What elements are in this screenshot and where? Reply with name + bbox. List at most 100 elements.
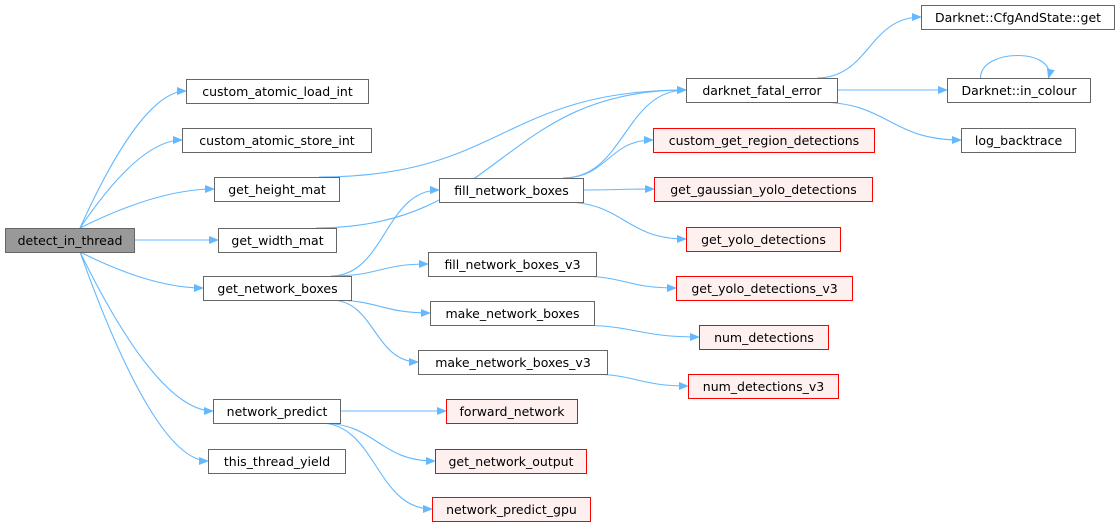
node-make-network-boxes[interactable]: make_network_boxes [430,301,595,326]
node-label: get_gaussian_yolo_detections [670,182,857,197]
node-box [213,399,341,424]
node-label: fill_network_boxes [454,183,569,198]
node-box [203,276,352,301]
edge-get_network_boxes-to-fill_network_boxes_v3 [330,260,429,277]
node-label: custom_atomic_load_int [202,84,353,99]
edge-network_predict-to-get_network_output [319,422,436,465]
node-forward-network[interactable]: forward_network [446,399,578,424]
edge-get_network_boxes-to-make_network_boxes [330,299,431,317]
node-label: num_detections [714,330,814,345]
node-label: forward_network [460,404,566,419]
edge-fill_network_boxes-to-get_yolo_detections [562,201,687,243]
node-in-colour[interactable]: Darknet::in_colour [947,78,1091,103]
node-box [182,128,372,153]
node-get-yolo-detections[interactable]: get_yolo_detections [686,227,841,252]
node-label: get_network_output [448,454,573,469]
node-box [446,399,578,424]
node-box [5,228,135,253]
edge-detect_in_thread-to-this_thread_yield [79,251,209,465]
node-darknet-fatal-error[interactable]: darknet_fatal_error [686,78,838,103]
node-get-gaussian-yolo-detections[interactable]: get_gaussian_yolo_detections [654,177,873,202]
edge-darknet_fatal_error-to-cfg_and_state_get [816,13,922,79]
node-label: this_thread_yield [224,454,330,469]
node-label: darknet_fatal_error [702,83,822,98]
node-get-height-mat[interactable]: get_height_mat [214,177,340,202]
node-box [654,177,873,202]
node-label: get_yolo_detections [701,232,826,247]
node-fill-network-boxes-v3[interactable]: fill_network_boxes_v3 [428,252,597,277]
node-label: network_predict [227,404,328,419]
node-fill-network-boxes[interactable]: fill_network_boxes [439,178,584,203]
node-box [432,497,591,522]
node-custom-atomic-store-int[interactable]: custom_atomic_store_int [182,128,372,153]
edge-get_network_boxes-to-fill_network_boxes [330,186,440,277]
node-log-backtrace[interactable]: log_backtrace [961,128,1076,153]
node-custom-atomic-load-int[interactable]: custom_atomic_load_int [186,79,369,104]
node-box [686,227,841,252]
node-label: detect_in_thread [18,233,123,248]
node-box [653,128,875,153]
node-box [186,79,369,104]
node-box [439,178,584,203]
edge-network_predict-to-network_predict_gpu [319,422,433,513]
node-detect-in-thread[interactable]: detect_in_thread [5,228,135,253]
node-box [208,449,346,474]
node-label: make_network_boxes_v3 [435,355,591,370]
node-label: fill_network_boxes_v3 [444,257,580,272]
edge-detect_in_thread-to-network_predict [79,251,214,415]
node-network-predict[interactable]: network_predict [213,399,341,424]
node-label: Darknet::in_colour [962,83,1078,98]
node-label: get_yolo_detections_v3 [691,281,837,296]
node-label: log_backtrace [975,133,1063,148]
edge-detect_in_thread-to-get_network_boxes [79,251,204,292]
node-label: Darknet::CfgAndState::get [935,10,1101,25]
node-box [686,78,838,103]
node-custom-get-region-detections[interactable]: custom_get_region_detections [653,128,875,153]
edge-detect_in_thread-to-custom_atomic_load_int [79,87,187,229]
node-box [418,350,608,375]
edge-get_width_mat-to-darknet_fatal_error [315,86,687,229]
node-label: network_predict_gpu [446,502,577,517]
edge-get_network_boxes-to-make_network_boxes_v3 [330,299,419,366]
edge-in_colour-to-in_colour [979,54,1055,79]
node-get-width-mat[interactable]: get_width_mat [218,228,337,253]
node-box [921,5,1115,30]
edge-get_height_mat-to-darknet_fatal_error [318,86,687,178]
node-box [676,276,853,301]
node-label: custom_atomic_store_int [199,133,355,148]
node-box [699,325,829,350]
node-cfg-and-state-get[interactable]: Darknet::CfgAndState::get [921,5,1115,30]
node-box [688,374,839,399]
node-this-thread-yield[interactable]: this_thread_yield [208,449,346,474]
nodes-layer: detect_in_thread custom_atomic_load_intcu… [5,5,1115,522]
edge-make_network_boxes_v3-to-num_detections_v3 [586,373,689,390]
edge-fill_network_boxes-to-darknet_fatal_error [562,86,687,179]
node-box [428,252,597,277]
node-get-yolo-detections-v3[interactable]: get_yolo_detections_v3 [676,276,853,301]
node-label: num_detections_v3 [703,379,824,394]
edge-fill_network_boxes-to-get_gaussian_yolo_detections [582,185,655,194]
node-network-predict-gpu[interactable]: network_predict_gpu [432,497,591,522]
node-label: get_width_mat [231,233,323,248]
node-num-detections[interactable]: num_detections [699,325,829,350]
edge-make_network_boxes-to-num_detections [573,324,700,341]
node-box [961,128,1076,153]
node-label: make_network_boxes [446,306,580,321]
node-get-network-boxes[interactable]: get_network_boxes [203,276,352,301]
edge-detect_in_thread-to-custom_atomic_store_int [79,136,183,229]
node-label: get_height_mat [228,182,326,197]
node-box [947,78,1091,103]
node-label: custom_get_region_detections [669,133,859,148]
node-get-network-output[interactable]: get_network_output [435,449,587,474]
node-box [218,228,337,253]
edge-fill_network_boxes_v3-to-get_yolo_detections_v3 [575,275,677,292]
node-box [214,177,340,202]
node-box [430,301,595,326]
node-num-detections-v3[interactable]: num_detections_v3 [688,374,839,399]
edge-fill_network_boxes-to-custom_get_region_detections [562,136,654,179]
edge-darknet_fatal_error-to-log_backtrace [816,101,962,144]
node-box [435,449,587,474]
edge-detect_in_thread-to-get_height_mat [79,185,215,229]
node-make-network-boxes-v3[interactable]: make_network_boxes_v3 [418,350,608,375]
